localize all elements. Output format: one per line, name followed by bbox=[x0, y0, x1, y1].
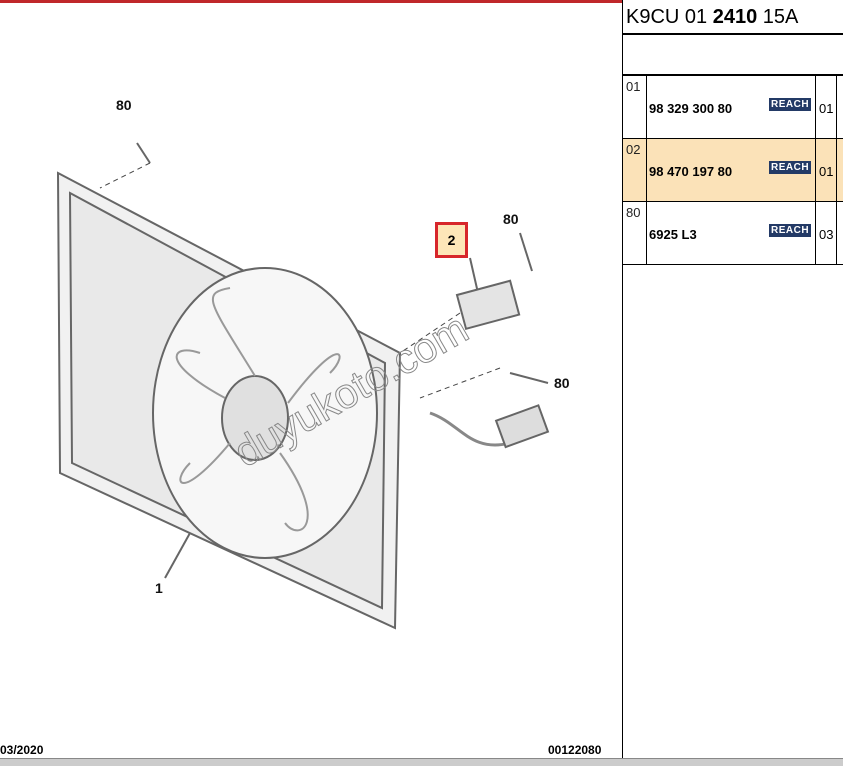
part-reference: 6925 L3 bbox=[649, 227, 697, 242]
part-quantity: 01 bbox=[815, 76, 837, 138]
part-reference: 98 329 300 80 bbox=[649, 101, 733, 116]
title-bold: 2410 bbox=[712, 6, 758, 28]
part-number-index: 80 bbox=[623, 202, 647, 264]
label-frame-1: 1 bbox=[155, 580, 163, 596]
part-reference: 98 470 197 80 bbox=[649, 164, 733, 179]
label-screw-80: 80 bbox=[116, 97, 132, 113]
reach-badge: REACH bbox=[769, 224, 812, 237]
part-number-index: 02 bbox=[623, 139, 647, 201]
title-prefix: K9CU 01 bbox=[626, 6, 713, 28]
footer-ref: 00122080 bbox=[548, 743, 602, 757]
part-number-index: 01 bbox=[623, 76, 647, 138]
footer-date: 03/2020 bbox=[0, 743, 44, 757]
part-quantity: 03 bbox=[815, 202, 837, 264]
panel-divider bbox=[622, 0, 623, 758]
label-screw-80: 80 bbox=[503, 211, 519, 227]
diagram-panel: duyukoto.com 80 80 80 2 1 03/2020 001220… bbox=[0, 0, 622, 757]
fan-assembly-drawing: duyukoto.com bbox=[56, 142, 550, 630]
label-screw-80: 80 bbox=[554, 375, 570, 391]
reach-badge: REACH bbox=[769, 161, 812, 174]
parts-list-title: K9CU 01 2410 15A bbox=[623, 0, 843, 35]
title-suffix: 15A bbox=[757, 6, 799, 28]
bottom-scrollbar[interactable] bbox=[0, 758, 843, 766]
blank-row bbox=[623, 35, 843, 76]
callout-part-2[interactable]: 2 bbox=[435, 222, 468, 258]
part-quantity: 01 bbox=[815, 139, 837, 201]
reach-badge: REACH bbox=[769, 98, 812, 111]
